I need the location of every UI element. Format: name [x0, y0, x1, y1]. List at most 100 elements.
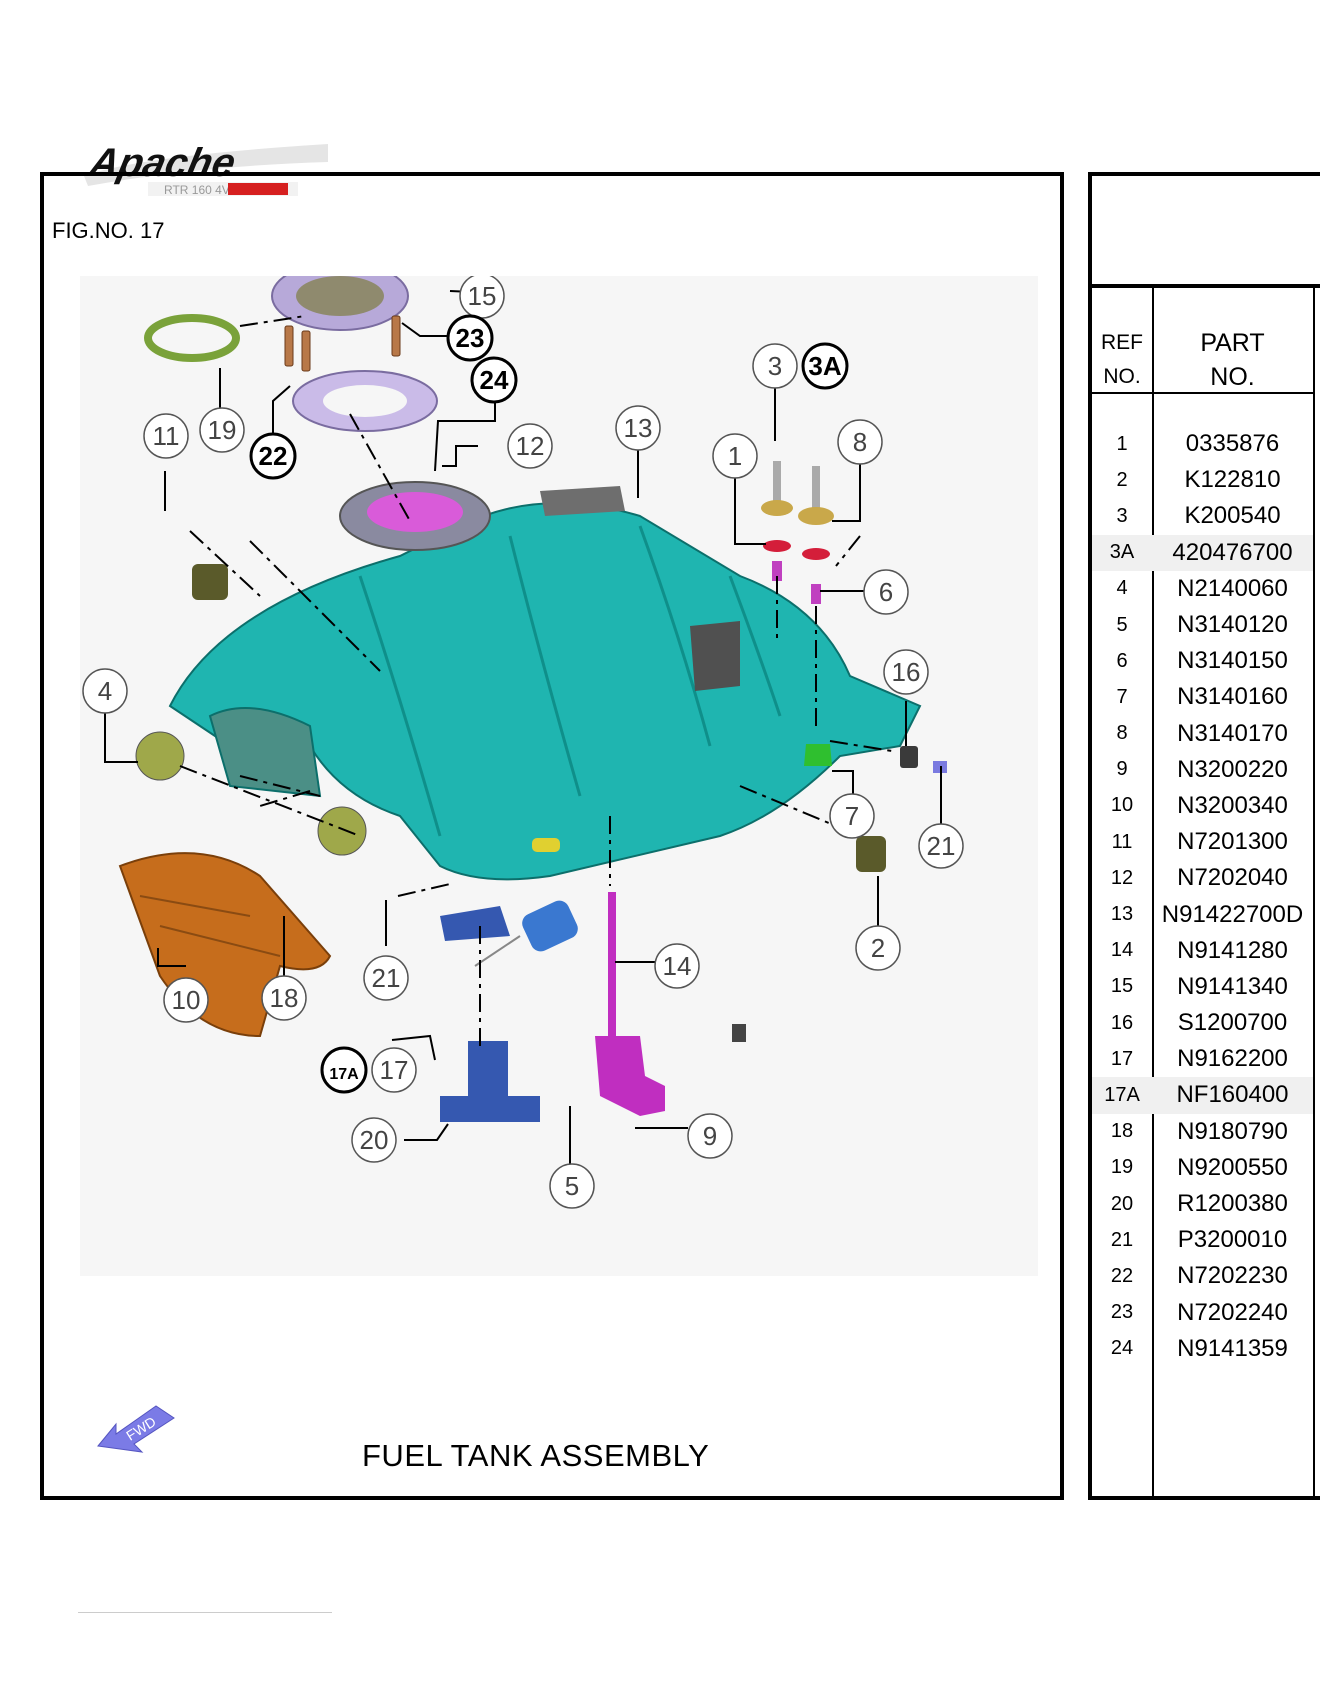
part-no-cell: N9141359	[1177, 1334, 1288, 1362]
callout-circle	[82, 668, 128, 714]
ref-no-cell: 17A	[1104, 1083, 1140, 1106]
ref-no-cell: 11	[1111, 830, 1133, 853]
part-no-header: PART NO.	[1152, 326, 1313, 394]
callout-label: 13	[624, 413, 653, 443]
footer-divider	[78, 1612, 332, 1613]
callout-circle	[855, 925, 901, 971]
ref-no-cell: 7	[1116, 685, 1128, 708]
callout-label: 3	[768, 351, 782, 381]
part-no-cell: K122810	[1184, 466, 1281, 494]
part-no-cell: N9141280	[1177, 936, 1288, 964]
part-no-cell: N9200550	[1177, 1153, 1288, 1181]
part-no-cell: K200540	[1184, 502, 1281, 530]
callout-label: 11	[153, 421, 180, 451]
callout-label: 15	[468, 281, 497, 311]
callout-circle	[261, 975, 307, 1021]
callout-label: 21	[372, 963, 401, 993]
callout-circle	[654, 943, 700, 989]
part-no-cell: S1200700	[1177, 1009, 1288, 1037]
logo-wordmark: Apache	[85, 139, 240, 184]
ref-no-cell: 4	[1116, 577, 1128, 600]
callout-label: 9	[703, 1121, 717, 1151]
part-no-cell: N3200220	[1177, 755, 1288, 783]
part-no-cell: N3200340	[1177, 791, 1288, 819]
callout-circle	[199, 407, 245, 453]
table-row: 7 N3140160	[1092, 679, 1313, 715]
table-row: 11 N7201300	[1092, 824, 1313, 860]
callout-label: 22	[259, 441, 288, 471]
ref-no-cell: 16	[1110, 1011, 1134, 1034]
part-no-cell: N2140060	[1177, 574, 1288, 602]
callout-label: 5	[565, 1171, 579, 1201]
ref-header-line1: REF	[1101, 331, 1143, 354]
ref-no-cell: 1	[1116, 432, 1128, 455]
callout-circle	[351, 1117, 397, 1163]
ref-no-cell: 23	[1110, 1301, 1134, 1324]
callout-circle	[470, 356, 518, 404]
ref-no-cell: 17	[1110, 1047, 1134, 1070]
part-no-cell: N7202040	[1177, 864, 1288, 892]
callout-label: 10	[172, 985, 201, 1015]
callout-circle	[801, 342, 849, 390]
part-no-cell: N7201300	[1177, 828, 1288, 856]
callout-circle	[829, 793, 875, 839]
part-no-cell: P3200010	[1177, 1226, 1288, 1254]
callout-circle	[918, 823, 964, 869]
callout-label: 4	[98, 676, 112, 706]
part-no-cell: N3140120	[1177, 611, 1288, 639]
callout-circle	[863, 569, 909, 615]
ref-no-cell: 15	[1110, 975, 1134, 998]
ref-no-cell: 18	[1110, 1120, 1134, 1143]
fuel-cock	[595, 892, 665, 1116]
callout-label: 23	[456, 323, 485, 353]
callout-label: 18	[270, 983, 299, 1013]
o-ring	[144, 314, 240, 362]
callout-circle	[371, 1047, 417, 1093]
rubber-mounts	[135, 564, 886, 872]
table-row: 16 S1200700	[1092, 1005, 1313, 1041]
clamp	[532, 838, 560, 852]
figure-number: FIG.NO. 17	[52, 218, 165, 243]
callout-circle	[752, 343, 798, 389]
ref-no-cell: 5	[1116, 613, 1128, 636]
ref-no-cell: 20	[1110, 1192, 1134, 1215]
ref-no-cell: 3	[1116, 504, 1128, 527]
part-no-cell: N3140160	[1177, 683, 1288, 711]
part-header-line2: NO.	[1210, 363, 1255, 391]
part-no-cell: 420476700	[1172, 538, 1293, 566]
callout-circle	[163, 977, 209, 1023]
ref-no-cell: 9	[1116, 758, 1128, 781]
fuel-pump	[440, 900, 578, 1122]
ref-no-header: REF NO.	[1092, 326, 1152, 394]
ref-no-cell: 22	[1110, 1264, 1134, 1287]
callout-label: 19	[208, 415, 237, 445]
part-header-line1: PART	[1200, 329, 1265, 357]
table-row: 3 K200540	[1092, 498, 1313, 534]
callout-label: 17	[380, 1055, 409, 1085]
callout-label: 21	[927, 831, 956, 861]
callout-label: 20	[360, 1125, 389, 1155]
callout-circle	[883, 649, 929, 695]
ref-no-cell: 19	[1110, 1156, 1134, 1179]
callout-label: 24	[480, 365, 509, 395]
cap-bolts	[284, 315, 401, 372]
table-row: 24 N9141359	[1092, 1331, 1313, 1367]
ref-no-cell: 2	[1116, 468, 1128, 491]
ref-header-line2: NO.	[1103, 365, 1141, 388]
ref-no-cell: 24	[1110, 1337, 1134, 1360]
